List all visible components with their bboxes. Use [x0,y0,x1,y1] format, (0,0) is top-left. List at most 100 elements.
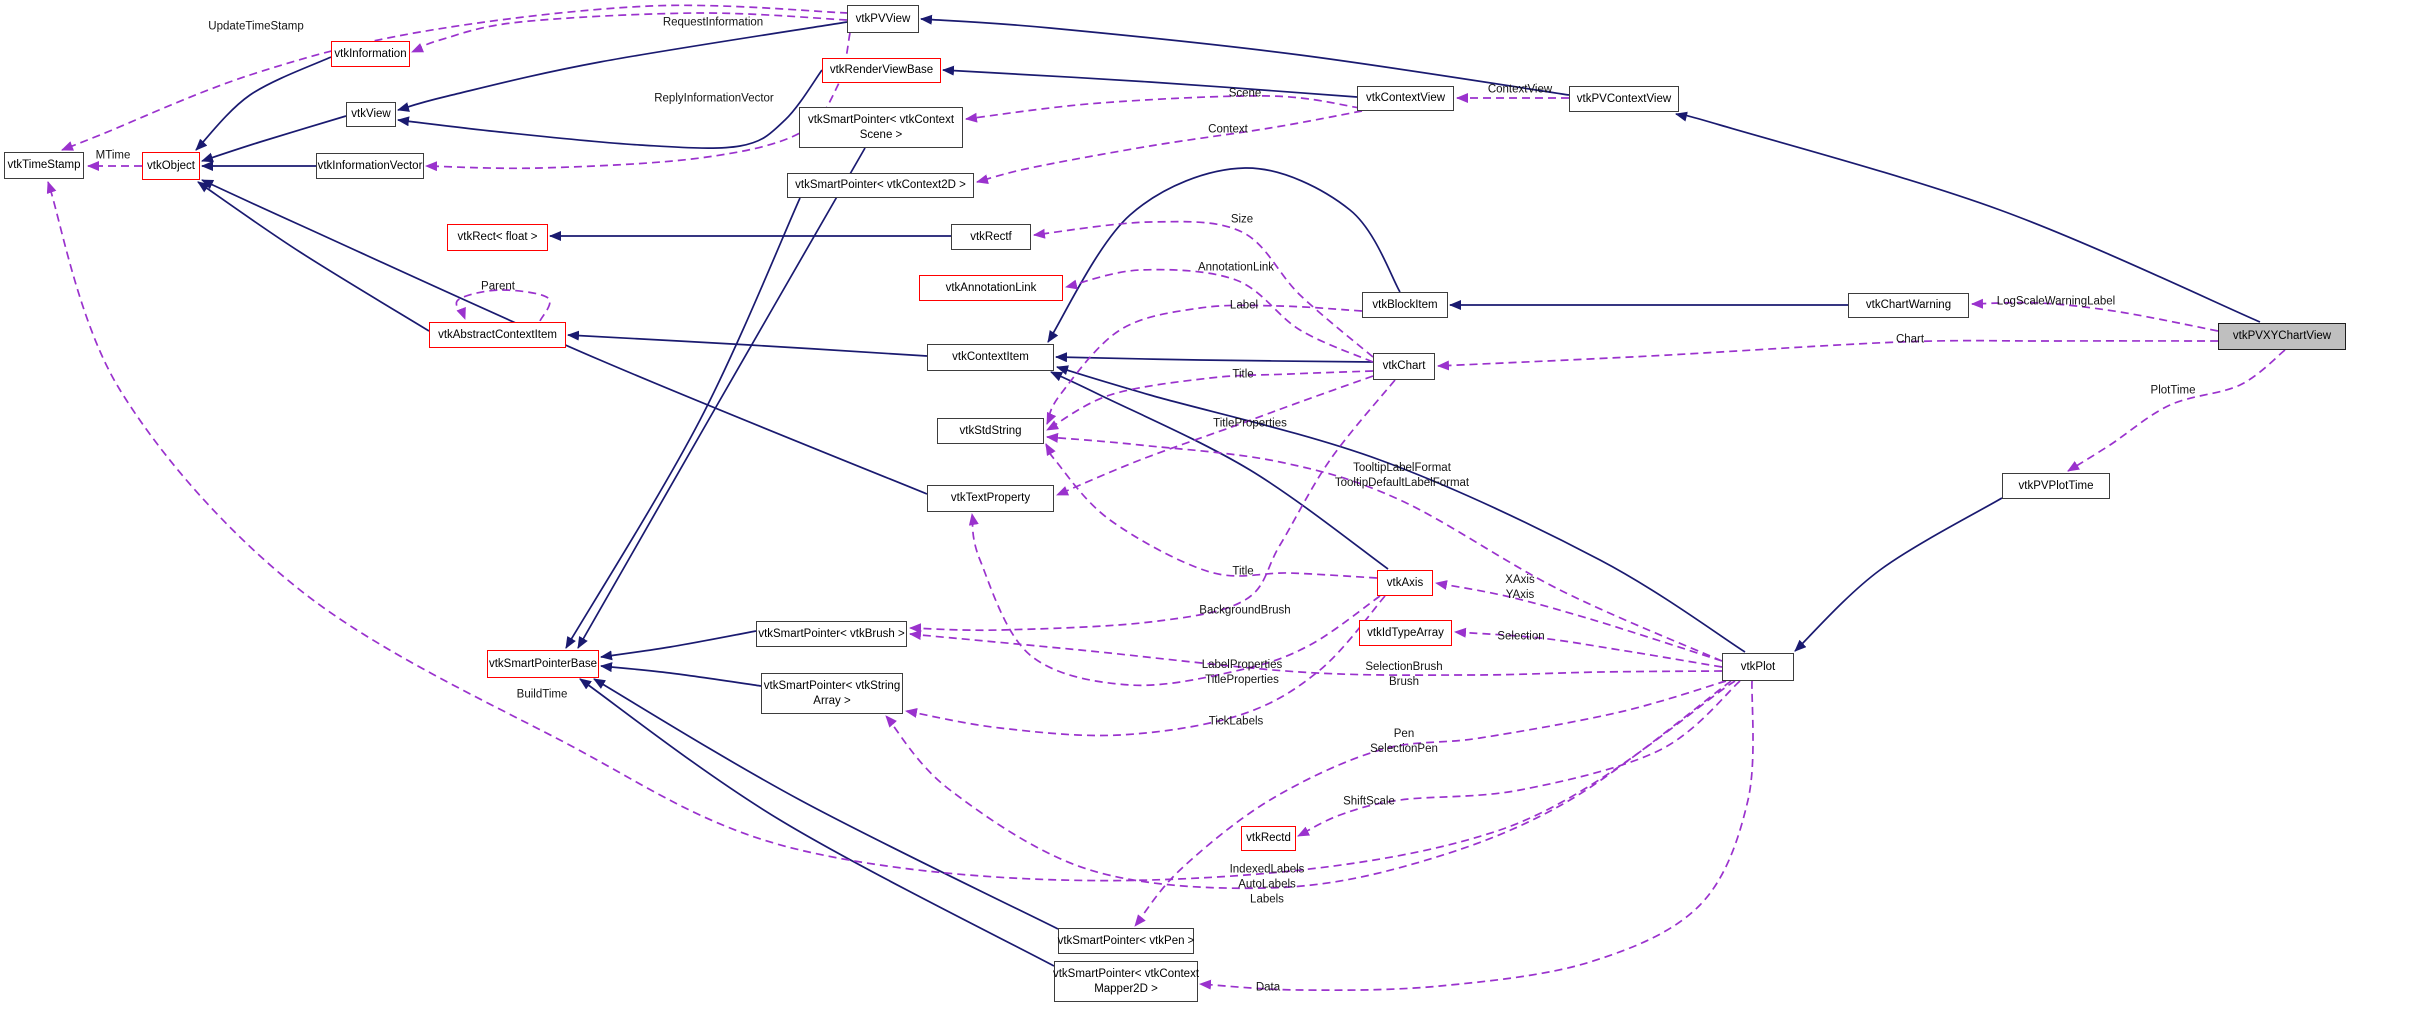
edge-vtkPlot-to-vtkAxis [1435,580,1723,662]
class-box-vtkSmartPointerBase[interactable]: vtkSmartPointerBase [487,650,599,678]
edge-label-update-time-stamp: UpdateTimeStamp [208,20,303,35]
class-box-vtkRenderViewBase[interactable]: vtkRenderViewBase [822,58,941,83]
edge-vtkContextView-to-vtkRenderViewBase [942,65,1358,98]
class-box-vtkAbstractContextItem[interactable]: vtkAbstractContextItem [429,322,566,348]
class-box-label: vtkPlot [1740,660,1776,673]
class-box-vtkPVPlotTime[interactable]: vtkPVPlotTime [2002,473,2110,499]
class-box-vtkContextItem[interactable]: vtkContextItem [927,344,1054,371]
edge-label-line: AutoLabels [1238,878,1296,891]
class-box-vtkStdString[interactable]: vtkStdString [937,418,1044,444]
class-box-vtkContextView[interactable]: vtkContextView [1357,86,1454,111]
class-box-vtkObject[interactable]: vtkObject [142,152,200,180]
edge-label-line: ShiftScale [1343,795,1395,808]
edge-vtkPlot-to-vtkStdString [1046,432,1723,662]
class-box-label: vtkInformationVector [317,159,423,172]
class-box-vtkChart[interactable]: vtkChart [1373,353,1435,380]
edge-label-title-properties-chart: TitleProperties [1213,417,1287,432]
class-box-label: vtkStdString [959,424,1022,437]
edge-label-line: XAxis [1505,574,1535,587]
edge-vtkRenderViewBase-to-vtkView [397,69,823,149]
edge-vtkAxis-to-sp-vtkStringArray [905,595,1386,737]
edge-vtkPlot-to-vtkRectd [1297,680,1741,837]
edge-label-line: Data [1255,981,1281,994]
edge-label-log-scale-warning-label: LogScaleWarningLabel [1997,295,2116,310]
class-box-sp-vtkBrush[interactable]: vtkSmartPointer< vtkBrush > [756,621,907,647]
edge-label-size: Size [1231,213,1253,228]
edge-label-line: ReplyInformationVector [654,92,774,105]
edge-vtkChart-to-vtkAnnotationLink [1065,268,1374,363]
class-box-label: vtkRectf [970,230,1012,243]
class-box-vtkAnnotationLink[interactable]: vtkAnnotationLink [919,275,1063,301]
edge-label-line: Chart [1895,333,1925,346]
class-box-label: vtkPVContextView [1576,92,1672,105]
edge-label-line: TickLabels [1208,715,1264,728]
class-box-vtkRectf[interactable]: vtkRectf [951,224,1031,250]
edge-label-build-time: BuildTime [517,688,568,703]
edge-vtkPlot-to-sp-vtkContextMapper2D [1199,680,1754,992]
edge-label-line: SelectionBrush [1365,661,1443,674]
edge-vtkAxis-to-vtkContextItem [1050,371,1389,570]
class-box-sp-vtkContext2D[interactable]: vtkSmartPointer< vtkContext2D > [787,173,974,198]
edge-label-line: Title [1232,565,1254,578]
edge-vtkPlot-to-vtkTimeStamp [46,181,1736,882]
class-box-vtkChartWarning[interactable]: vtkChartWarning [1848,293,1969,318]
edge-label-line: Context [1208,123,1248,136]
edge-vtkContextView-to-sp-vtkContextScene [965,95,1361,123]
edge-label-line: TitleProperties [1213,417,1287,430]
class-box-label: Array > [813,694,851,707]
class-box-vtkInformation[interactable]: vtkInformation [331,41,410,67]
class-box-vtkPVXYChartView: vtkPVXYChartView [2218,323,2346,350]
edge-vtkPVView-to-vtkView [397,21,848,112]
class-box-vtkAxis[interactable]: vtkAxis [1377,570,1433,596]
edge-label-line: Pen [1393,728,1415,741]
edge-label-line: MTime [95,149,131,162]
edge-vtkPlot-to-vtkContextItem [1056,365,1746,653]
class-box-vtkPlot[interactable]: vtkPlot [1722,653,1794,681]
edge-label-line: Parent [481,280,515,293]
edge-label-line: UpdateTimeStamp [208,20,304,33]
class-box-label: vtkSmartPointer< vtkPen > [1057,934,1195,947]
class-box-sp-vtkPen[interactable]: vtkSmartPointer< vtkPen > [1058,928,1194,954]
class-box-vtkView[interactable]: vtkView [346,102,396,127]
class-box-label: vtkChartWarning [1865,299,1952,312]
edge-sp-vtkPen-to-vtkSmartPointerBase [593,678,1059,930]
class-box-label: vtkIdTypeArray [1367,626,1444,639]
edge-sp-vtkContext2D-to-vtkSmartPointerBase [565,197,801,649]
edge-label-title-chart: Title [1232,368,1253,383]
class-box-label: vtkSmartPointer< vtkContext [807,114,955,127]
edge-label-line: AnnotationLink [1197,261,1275,274]
class-box-vtkInformationVector[interactable]: vtkInformationVector [316,153,424,179]
edge-label-context: Context [1208,123,1248,138]
edge-vtkContextItem-to-vtkAbstractContextItem [567,330,928,357]
edge-vtkPVView-to-vtkInformationVector [425,32,851,172]
class-box-vtkIdTypeArray[interactable]: vtkIdTypeArray [1359,620,1452,646]
class-box-vtkTimeStamp[interactable]: vtkTimeStamp [4,152,84,179]
edge-label-line: Size [1230,213,1254,226]
class-box-vtkBlockItem[interactable]: vtkBlockItem [1362,292,1448,318]
edge-label-background-brush: BackgroundBrush [1199,604,1290,619]
class-box-vtkRectd[interactable]: vtkRectd [1241,826,1296,851]
class-box-label: vtkSmartPointer< vtkString [763,680,901,693]
class-box-label: vtkRect< float > [457,231,538,244]
edge-label-line: LogScaleWarningLabel [1996,295,2116,308]
class-box-vtkPVView[interactable]: vtkPVView [847,5,919,33]
edge-label-title-axis: Title [1232,565,1253,580]
edge-label-line: BackgroundBrush [1199,604,1291,617]
edge-vtkPVXYChartView-to-vtkPVContextView [1675,111,2261,323]
class-box-vtkTextProperty[interactable]: vtkTextProperty [927,485,1054,512]
edge-label-line: YAxis [1505,589,1535,601]
edge-label-line: SelectionPen [1370,743,1438,755]
class-box-vtkRectFloat[interactable]: vtkRect< float > [447,224,548,251]
class-box-vtkPVContextView[interactable]: vtkPVContextView [1569,86,1679,112]
class-box-label: vtkView [351,108,391,121]
class-box-label: vtkPVXYChartView [2232,330,2332,343]
edge-vtkPVContextView-to-vtkPVView [920,14,1570,96]
class-box-label: vtkRectd [1246,832,1291,845]
